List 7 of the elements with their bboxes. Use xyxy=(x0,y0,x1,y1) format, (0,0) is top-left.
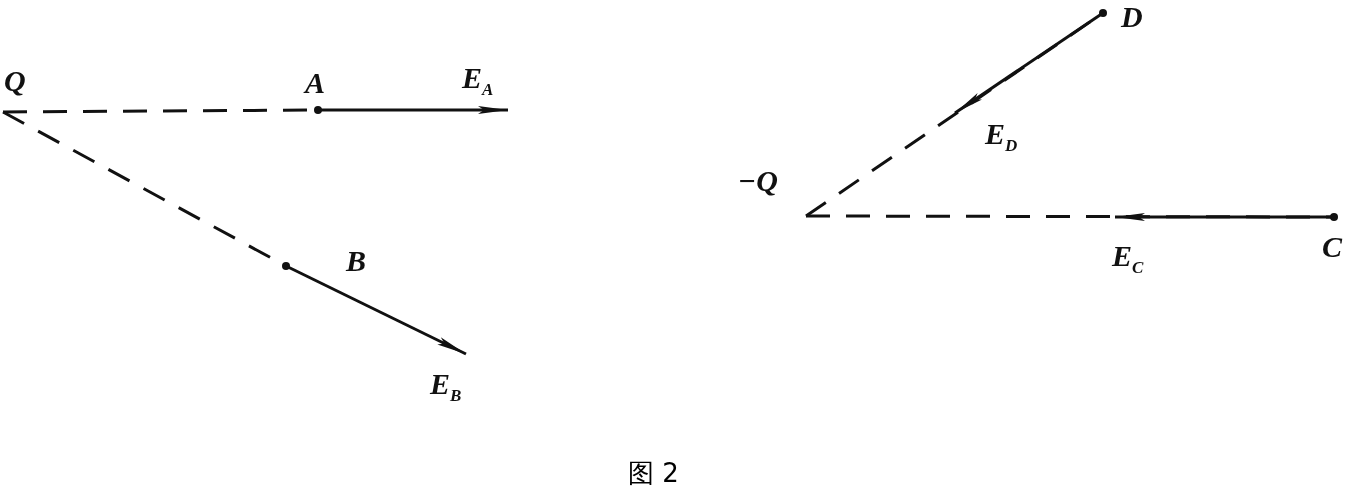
point-label: Q xyxy=(4,66,26,96)
point-label: B xyxy=(346,246,366,276)
point-label: C xyxy=(1322,232,1342,262)
point-label: D xyxy=(1121,2,1143,32)
point-label: −Q xyxy=(738,166,778,196)
caption: 图 2 xyxy=(628,457,679,490)
point-label: A xyxy=(305,68,325,98)
